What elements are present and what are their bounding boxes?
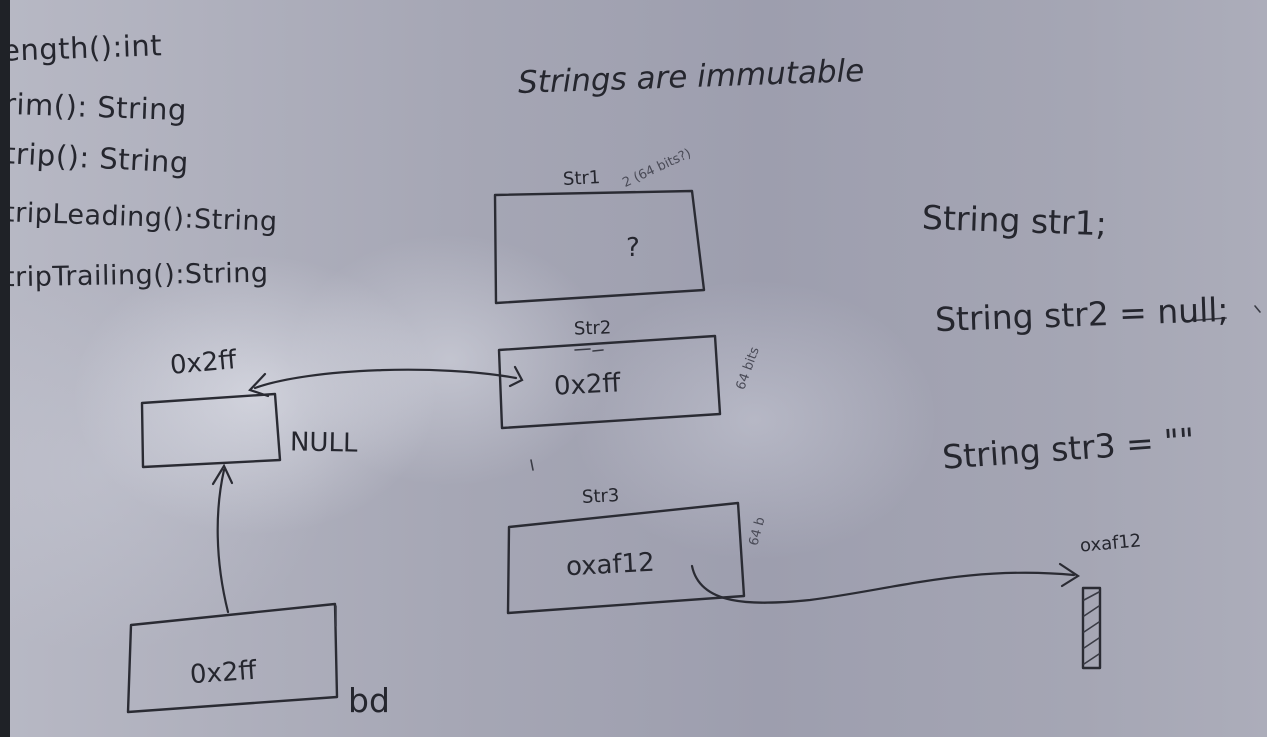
bd-value: 0x2ff: [189, 655, 258, 691]
str2-value: 0x2ff: [553, 368, 622, 402]
str3-label: Str3: [581, 485, 620, 508]
str3-pointer-arrow: [690, 564, 1076, 604]
str3-value: oxaf12: [565, 547, 656, 583]
str2-pointer-arrow: [253, 368, 518, 390]
method-length: ength():int: [10, 28, 163, 68]
whiteboard: ength():int rim(): String trip(): String…: [10, 0, 1267, 737]
str2-label: Str2: [573, 317, 612, 340]
target-address: 0x2ff: [168, 345, 238, 381]
str1-box: [493, 189, 706, 305]
null-label: NULL: [289, 427, 358, 459]
whiteboard-drawings: [126, 189, 1261, 714]
empty-string-object: [1081, 586, 1102, 670]
str1-label: Str1: [562, 167, 601, 190]
str2-pointer-arrowhead: [248, 372, 270, 398]
method-trim: rim(): String: [10, 86, 188, 128]
declaration-str1: String str1;: [921, 197, 1108, 244]
str2-box: [497, 334, 722, 430]
method-strip-trailing: tripTrailing():String: [10, 257, 269, 294]
null-target-box: [140, 392, 282, 469]
str3-box: [506, 501, 746, 615]
bd-label: bd: [348, 681, 390, 720]
bd-pointer-arrowhead: [211, 463, 234, 486]
str1-value: ?: [626, 233, 640, 263]
str3-pointer-arrowhead: [1058, 562, 1081, 588]
bd-pointer-arrow: [216, 468, 230, 614]
declaration-str2: String str2 = null;: [934, 289, 1230, 340]
bd-box: [126, 602, 339, 714]
